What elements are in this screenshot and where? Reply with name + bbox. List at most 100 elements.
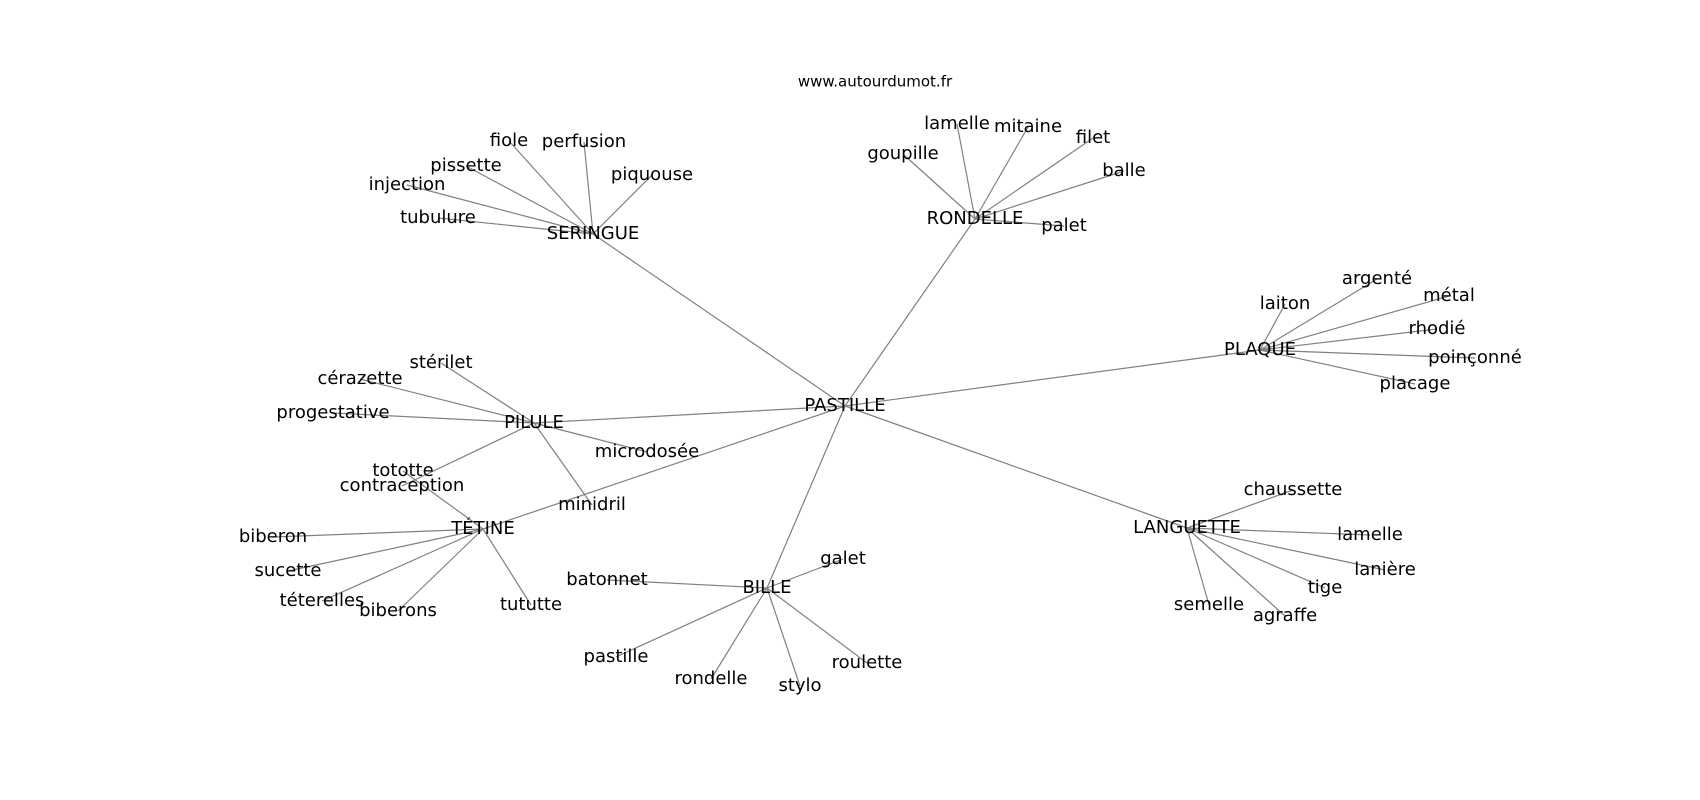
leaf-node: pastille — [584, 646, 649, 667]
leaf-node: tototte — [372, 460, 433, 481]
leaf-node: stylo — [778, 675, 821, 696]
edge-hub-leaf — [974, 137, 1094, 220]
edges-layer — [272, 123, 1476, 687]
edge-hub-leaf — [1259, 349, 1476, 359]
leaf-node: rhodié — [1408, 318, 1465, 339]
edge-hub-leaf — [1259, 328, 1438, 351]
leaf-node: microdosée — [595, 441, 699, 462]
hub-node: LANGUETTE — [1133, 517, 1241, 538]
edge-hub-leaf — [332, 412, 535, 424]
edge-center-hub — [482, 405, 846, 530]
edge-hub-leaf — [1186, 527, 1286, 617]
edge-hub-leaf — [592, 174, 653, 235]
edge-hub-leaf — [710, 587, 768, 680]
hub-node: PLAQUE — [1224, 339, 1296, 360]
leaf-node: lanière — [1354, 559, 1416, 580]
edge-center-hub — [844, 349, 1261, 407]
edge-hub-leaf — [402, 470, 484, 530]
edge-hub-leaf — [397, 528, 484, 612]
leaf-node: sucette — [255, 560, 322, 581]
leaf-node: galet — [820, 548, 866, 569]
leaf-node: rondelle — [674, 668, 747, 689]
leaf-node: argenté — [1342, 268, 1412, 289]
leaf-node: semelle — [1174, 594, 1244, 615]
edge-hub-leaf — [272, 528, 484, 538]
leaf-node: roulette — [832, 652, 903, 673]
edge-hub-leaf — [974, 126, 1029, 220]
leaf-node: lamelle — [1337, 524, 1403, 545]
edge-hub-leaf — [359, 378, 535, 424]
center-node: PASTILLE — [804, 395, 885, 416]
edge-hub-leaf — [956, 123, 976, 220]
leaf-node: biberon — [239, 526, 307, 547]
leaf-node: laiton — [1260, 293, 1311, 314]
edge-center-hub — [533, 405, 846, 424]
edge-hub-leaf — [583, 141, 594, 235]
hub-node: TÉTINE — [450, 517, 515, 539]
edge-hub-leaf — [1186, 527, 1371, 536]
edge-hub-leaf — [1259, 278, 1378, 351]
leaf-node: téterelles — [280, 590, 365, 611]
leaf-node: goupille — [867, 143, 938, 164]
edge-hub-leaf — [508, 140, 594, 235]
hub-node: BILLE — [742, 577, 791, 598]
edge-hub-leaf — [321, 528, 484, 602]
source-url: www.autourdumot.fr — [798, 73, 953, 91]
leaf-node: balle — [1102, 160, 1146, 181]
edge-hub-leaf — [437, 217, 594, 235]
leaf-node: piquouse — [611, 164, 693, 185]
leaf-node: tige — [1308, 577, 1343, 598]
edge-hub-leaf — [482, 528, 532, 606]
edge-hub-leaf — [1259, 295, 1450, 351]
leaf-node: mitaine — [994, 116, 1062, 137]
edge-hub-leaf — [401, 422, 535, 487]
leaf-node: métal — [1423, 285, 1475, 306]
edge-hub-leaf — [902, 153, 976, 220]
edge-hub-leaf — [1259, 303, 1286, 351]
leaf-node: agraffe — [1253, 605, 1317, 626]
edge-center-hub — [844, 218, 976, 407]
edge-hub-leaf — [1186, 527, 1386, 571]
edge-hub-leaf — [615, 587, 768, 658]
leaf-node: batonnet — [566, 569, 647, 590]
edge-hub-leaf — [766, 558, 844, 589]
leaf-node: cérazette — [317, 368, 402, 389]
edge-hub-leaf — [974, 218, 1065, 227]
leaf-node: injection — [369, 174, 446, 195]
edge-hub-leaf — [533, 422, 648, 453]
leaf-node: filet — [1076, 127, 1110, 148]
leaf-node: tubulure — [400, 207, 476, 228]
edge-hub-leaf — [406, 184, 594, 235]
edge-hub-leaf — [974, 170, 1125, 220]
edge-hub-leaf — [766, 587, 868, 664]
leaf-node: progestative — [276, 402, 389, 423]
leaf-node: poinçonné — [1428, 347, 1522, 368]
leaf-node: lamelle — [924, 113, 990, 134]
edge-hub-leaf — [606, 579, 768, 589]
edge-hub-leaf — [465, 165, 594, 235]
leaf-node: perfusion — [542, 131, 626, 152]
hub-node: PILULE — [504, 412, 564, 433]
leaf-node: palet — [1041, 215, 1087, 236]
edge-center-hub — [844, 405, 1188, 529]
edge-center-hub — [766, 405, 846, 589]
leaf-node: stérilet — [409, 352, 472, 373]
edge-hub-leaf — [766, 587, 801, 687]
edge-center-hub — [592, 233, 846, 407]
edge-hub-leaf — [533, 422, 593, 506]
leaf-node: fiole — [490, 130, 528, 151]
edge-hub-leaf — [440, 362, 535, 424]
leaf-node: minidril — [558, 494, 626, 515]
leaf-node: pissette — [430, 155, 501, 176]
labels-layer: www.autourdumot.fr PASTILLE SERINGUE fiole… — [239, 73, 1522, 697]
edge-hub-leaf — [1186, 527, 1326, 589]
leaf-node: biberons — [359, 600, 437, 621]
leaf-node: chaussette — [1244, 479, 1343, 500]
leaf-node: contraception — [340, 475, 465, 496]
edge-hub-leaf — [1186, 527, 1210, 606]
hub-node: RONDELLE — [927, 208, 1024, 229]
hub-node: SERINGUE — [547, 223, 640, 244]
edge-hub-leaf — [1186, 489, 1294, 529]
leaf-node: placage — [1380, 373, 1451, 394]
